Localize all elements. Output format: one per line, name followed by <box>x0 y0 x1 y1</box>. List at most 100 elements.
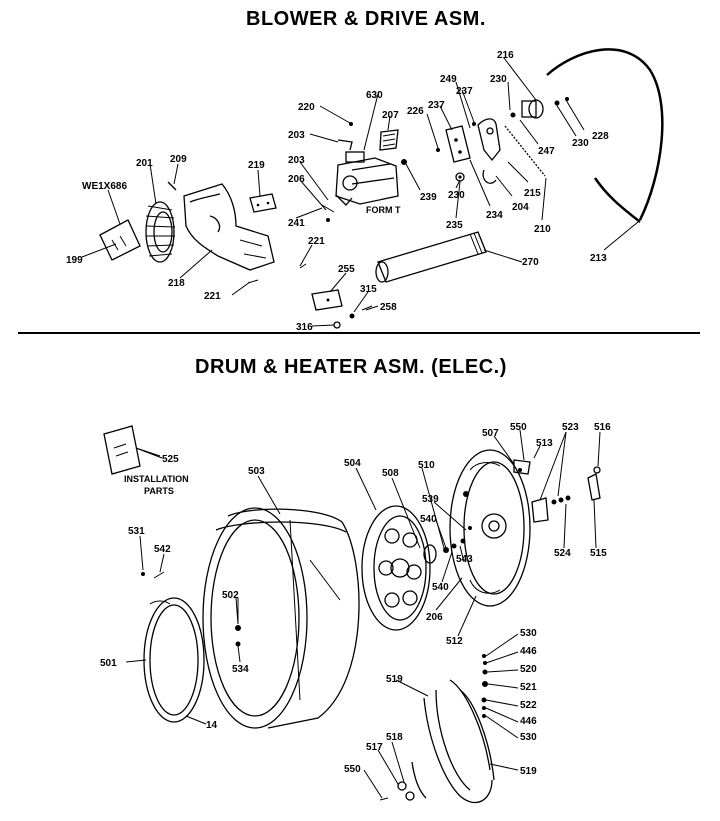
heater-terminals <box>481 654 488 718</box>
part-label: 199 <box>66 255 83 266</box>
part-label: 209 <box>170 154 187 165</box>
part-label: 534 <box>232 664 249 675</box>
element-clips <box>379 781 415 801</box>
part-label: 513 <box>536 438 553 449</box>
part-label: 518 <box>386 732 403 743</box>
part-label: 239 <box>420 192 437 203</box>
front-drum-seal <box>143 597 205 723</box>
part-label: 446 <box>520 646 537 657</box>
blower-wheel <box>145 181 177 263</box>
idler-bracket <box>436 122 476 163</box>
part-label: 517 <box>366 742 383 753</box>
part-label: 206 <box>426 612 443 623</box>
drum-shaft <box>375 231 487 283</box>
part-label: 521 <box>520 682 537 693</box>
part-label: 501 <box>100 658 117 669</box>
part-label: 539 <box>422 494 439 505</box>
part-label: 550 <box>510 422 527 433</box>
part-label: 542 <box>154 544 171 555</box>
part-label: 203 <box>288 130 305 141</box>
drive-belt <box>546 48 664 223</box>
part-label: 508 <box>382 468 399 479</box>
form-t-caption: FORM T <box>366 205 401 215</box>
part-label: 207 <box>382 110 399 121</box>
dryer-drum <box>202 507 360 729</box>
thermostat-parts <box>513 459 601 523</box>
heater-housing <box>449 449 531 607</box>
part-label: 201 <box>136 158 153 169</box>
rear-drum-bulkhead <box>361 505 431 631</box>
part-label: 543 <box>456 554 473 565</box>
part-label: 215 <box>524 188 541 199</box>
installation-parts-bag <box>103 425 161 475</box>
part-label: 503 <box>248 466 265 477</box>
part-label: 218 <box>168 278 185 289</box>
part-label: 522 <box>520 700 537 711</box>
part-label: 213 <box>590 253 607 264</box>
idler-assembly <box>477 118 546 184</box>
part-label: 258 <box>380 302 397 313</box>
housing-plate <box>249 193 277 213</box>
blower-tag <box>99 219 141 261</box>
mounting-plate <box>311 289 343 311</box>
part-label: 519 <box>520 766 537 777</box>
blower-drive-title: BLOWER & DRIVE ASM. <box>246 8 486 30</box>
part-label: 524 <box>554 548 571 559</box>
part-label: 512 <box>446 636 463 647</box>
part-label: 540 <box>420 514 437 525</box>
part-label: 255 <box>338 264 355 275</box>
part-label: 221 <box>204 291 221 302</box>
heating-element <box>411 679 495 804</box>
motor-mount-clips <box>321 122 353 213</box>
part-label: 237 <box>428 100 445 111</box>
part-label: WE1X686 <box>82 181 127 192</box>
part-label: 510 <box>418 460 435 471</box>
part-label: 516 <box>594 422 611 433</box>
drum-part-labels: 525 503 504 508 510 507 550 513 523 516 … <box>100 422 611 777</box>
part-label: 520 <box>520 664 537 675</box>
part-label: 203 <box>288 155 305 166</box>
part-label: 219 <box>248 160 265 171</box>
part-label: 216 <box>497 50 514 61</box>
part-label: 519 <box>386 674 403 685</box>
part-label: 221 <box>308 236 325 247</box>
part-label: 234 <box>486 210 503 221</box>
part-label: 220 <box>298 102 315 113</box>
small-fasteners <box>247 218 373 329</box>
part-label: 315 <box>360 284 377 295</box>
part-label: 235 <box>446 220 463 231</box>
blower-housing <box>183 183 275 271</box>
blower-leader-lines <box>81 57 639 327</box>
part-label: 446 <box>520 716 537 727</box>
part-label: 270 <box>522 257 539 268</box>
part-label: 230 <box>490 74 507 85</box>
section-divider <box>18 332 700 334</box>
part-label: 241 <box>288 218 305 229</box>
drive-motor <box>335 129 407 205</box>
idler-pulley <box>455 172 465 182</box>
part-label: 530 <box>520 628 537 639</box>
part-label: 237 <box>456 86 473 97</box>
part-label: 531 <box>128 526 145 537</box>
part-label: 228 <box>592 131 609 142</box>
part-label: 523 <box>562 422 579 433</box>
part-label: 530 <box>520 732 537 743</box>
part-label: 515 <box>590 548 607 559</box>
part-label: 502 <box>222 590 239 601</box>
installation-caption-line1: INSTALLATION <box>124 474 189 484</box>
drum-front-fasteners <box>141 571 165 579</box>
part-label: 507 <box>482 428 499 439</box>
drum-leader-lines <box>125 429 601 799</box>
motor-pulley <box>510 97 569 119</box>
part-label: 247 <box>538 146 555 157</box>
part-label: 226 <box>407 106 424 117</box>
part-label: 249 <box>440 74 457 85</box>
part-label: 630 <box>366 90 383 101</box>
part-label: 210 <box>534 224 551 235</box>
part-label: 206 <box>288 174 305 185</box>
installation-caption-line2: PARTS <box>144 486 174 496</box>
part-label: 204 <box>512 202 529 213</box>
part-label: 550 <box>344 764 361 775</box>
